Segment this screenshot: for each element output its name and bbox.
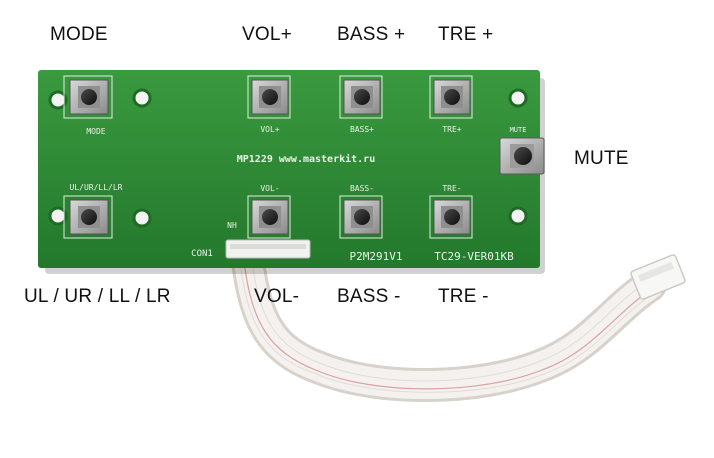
silk-vol-plus: VOL+	[260, 125, 279, 134]
silk-bass-minus: BASS-	[350, 184, 374, 193]
ribbon-cable	[231, 245, 667, 402]
silk-ul-ur: UL/UR/LL/LR	[70, 183, 123, 192]
silk-tre-minus: TRE-	[442, 184, 461, 193]
label-bass-plus: BASS +	[337, 24, 406, 45]
label-tre-plus: TRE +	[438, 24, 494, 45]
silk-pcb-code-1: P2M291V1	[350, 250, 403, 263]
silk-title: MP1229 www.masterkit.ru	[237, 153, 375, 165]
switch-tre-plus	[433, 79, 471, 115]
switch-bass-plus	[343, 79, 381, 115]
silk-tre-plus: TRE+	[442, 125, 461, 134]
label-mute: MUTE	[574, 148, 629, 169]
silk-nh: NH	[227, 221, 237, 230]
silk-mute: MUTE	[510, 126, 527, 134]
label-bass-minus: BASS -	[337, 286, 401, 307]
cable-connector	[630, 254, 686, 300]
silk-vol-minus: VOL-	[260, 184, 279, 193]
silk-con1: CON1	[191, 249, 213, 259]
switch-tre-minus	[433, 199, 471, 235]
silk-pcb-code-2: TC29-VER01KB	[434, 250, 514, 263]
label-mode: MODE	[50, 24, 108, 45]
switch-vol-minus	[251, 199, 289, 235]
label-tre-minus: TRE -	[438, 286, 489, 307]
silk-mode: MODE	[86, 127, 105, 136]
label-ul-ur-ll-lr: UL / UR / LL / LR	[24, 286, 171, 307]
switch-ul-ur-ll-lr	[69, 199, 109, 235]
label-vol-plus: VOL+	[242, 24, 292, 45]
switch-vol-plus	[251, 79, 289, 115]
mute-switch	[499, 137, 545, 175]
switch-mode	[69, 79, 109, 115]
switch-bass-minus	[343, 199, 381, 235]
silk-bass-plus: BASS+	[350, 125, 374, 134]
pcb-board: MODE VOL+ BASS+ TRE+ MUTE MP1229 www.mas…	[38, 70, 540, 268]
label-vol-minus: VOL-	[254, 286, 300, 307]
